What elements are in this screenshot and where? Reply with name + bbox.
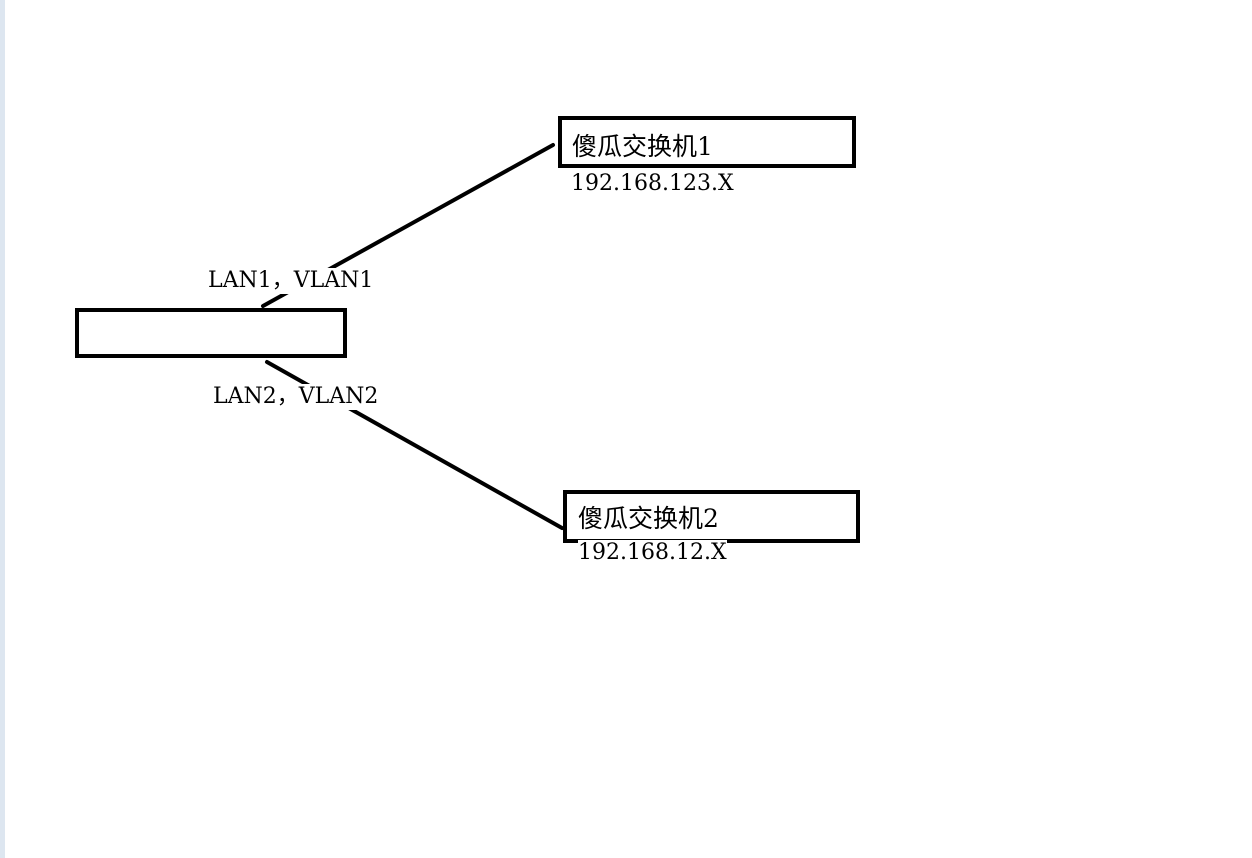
switch-1-ip: 192.168.123.X (571, 171, 734, 197)
switch-2-name: 傻瓜交换机2 (578, 504, 719, 533)
switch-2-ip: 192.168.12.X (578, 540, 727, 566)
router-box (75, 308, 347, 358)
router-port-bottom-label: LAN2，VLAN2 (213, 384, 379, 410)
switch-1-box: 傻瓜交换机1 (558, 116, 856, 168)
switch-2-box: 傻瓜交换机2 (563, 490, 860, 543)
switch-1-name: 傻瓜交换机1 (572, 132, 713, 161)
router-port-top-label: LAN1，VLAN1 (208, 268, 374, 294)
window-left-edge (0, 0, 5, 858)
